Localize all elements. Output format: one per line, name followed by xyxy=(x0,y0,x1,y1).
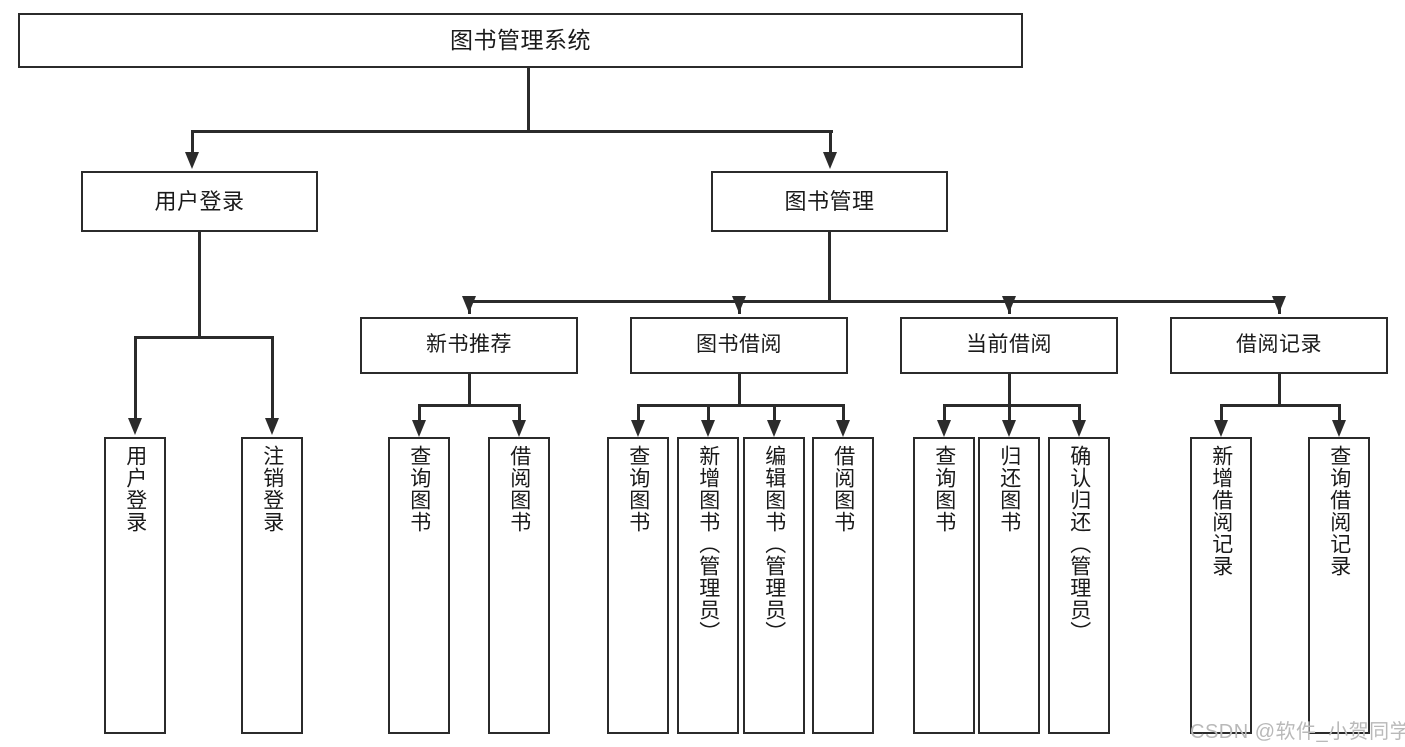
leaf-add-record-label: 新增借阅记录 xyxy=(1209,445,1233,577)
node-current-borrow-label: 当前借阅 xyxy=(966,333,1052,357)
connector-bb-drop-3 xyxy=(773,404,776,424)
node-root[interactable]: 图书管理系统 xyxy=(18,13,1023,68)
leaf-confirm-return[interactable]: 确认归还（管理员） xyxy=(1048,437,1110,734)
leaf-query-book-2-label: 查询图书 xyxy=(626,445,650,533)
leaf-add-record[interactable]: 新增借阅记录 xyxy=(1190,437,1252,734)
leaf-user-login-label: 用户登录 xyxy=(123,445,147,533)
node-book-management-label: 图书管理 xyxy=(784,188,875,214)
leaf-logout-login[interactable]: 注销登录 xyxy=(241,437,303,734)
leaf-return-book-label: 归还图书 xyxy=(997,445,1021,533)
connector-nbr-bar xyxy=(418,404,520,407)
connector-cb-bar xyxy=(943,404,1080,407)
node-user-login-label: 用户登录 xyxy=(154,188,245,214)
connector-bb-bar xyxy=(637,404,843,407)
connector-nbr-drop-2 xyxy=(518,404,521,424)
arrow-down-icon xyxy=(631,420,645,437)
leaf-logout-login-label: 注销登录 xyxy=(260,445,284,533)
arrow-down-icon xyxy=(1214,420,1228,437)
arrow-down-icon xyxy=(836,420,850,437)
connector-bb-stem xyxy=(738,374,741,406)
node-user-login[interactable]: 用户登录 xyxy=(81,171,318,232)
connector-root-drop-left xyxy=(191,130,194,154)
leaf-edit-book-label: 编辑图书（管理员） xyxy=(762,445,786,643)
connector-br-bar xyxy=(1220,404,1340,407)
node-new-book-recommend[interactable]: 新书推荐 xyxy=(360,317,578,374)
arrow-down-icon xyxy=(412,420,426,437)
leaf-borrow-book-2-label: 借阅图书 xyxy=(831,445,855,533)
connector-br-drop-2 xyxy=(1338,404,1341,424)
leaf-return-book[interactable]: 归还图书 xyxy=(978,437,1040,734)
connector-user-login-stem xyxy=(198,232,201,338)
leaf-add-book[interactable]: 新增图书（管理员） xyxy=(677,437,739,734)
node-new-book-recommend-label: 新书推荐 xyxy=(426,333,512,357)
connector-book-management-bar xyxy=(468,300,1280,303)
node-book-borrow-label: 图书借阅 xyxy=(696,333,782,357)
leaf-query-record[interactable]: 查询借阅记录 xyxy=(1308,437,1370,734)
connector-bb-drop-4 xyxy=(842,404,845,424)
arrow-down-icon xyxy=(1332,420,1346,437)
leaf-borrow-book-1[interactable]: 借阅图书 xyxy=(488,437,550,734)
node-current-borrow[interactable]: 当前借阅 xyxy=(900,317,1118,374)
arrow-down-icon xyxy=(128,418,142,435)
arrow-down-icon xyxy=(1002,420,1016,437)
leaf-user-login[interactable]: 用户登录 xyxy=(104,437,166,734)
leaf-add-book-label: 新增图书（管理员） xyxy=(696,445,720,643)
arrow-down-icon xyxy=(265,418,279,435)
connector-nbr-drop-1 xyxy=(418,404,421,424)
connector-cb-stem xyxy=(1008,374,1011,406)
connector-nbr-stem xyxy=(468,374,471,406)
connector-cb-drop-2 xyxy=(1008,404,1011,424)
connector-bb-drop-2 xyxy=(707,404,710,424)
arrow-down-icon xyxy=(1272,296,1286,313)
leaf-query-record-label: 查询借阅记录 xyxy=(1327,445,1351,577)
leaf-query-book-3-label: 查询图书 xyxy=(932,445,956,533)
node-borrow-record[interactable]: 借阅记录 xyxy=(1170,317,1388,374)
connector-root-stem xyxy=(527,68,530,132)
leaf-borrow-book-2[interactable]: 借阅图书 xyxy=(812,437,874,734)
arrow-down-icon xyxy=(767,420,781,437)
connector-root-bar xyxy=(191,130,833,133)
connector-root-drop-right xyxy=(829,130,832,154)
node-root-label: 图书管理系统 xyxy=(450,27,591,54)
node-book-borrow[interactable]: 图书借阅 xyxy=(630,317,848,374)
connector-cb-drop-3 xyxy=(1078,404,1081,424)
leaf-query-book-2[interactable]: 查询图书 xyxy=(607,437,669,734)
leaf-confirm-return-label: 确认归还（管理员） xyxy=(1067,445,1091,643)
connector-user-login-bar xyxy=(134,336,273,339)
arrow-down-icon xyxy=(185,152,199,169)
arrow-down-icon xyxy=(1002,296,1016,313)
connector-br-stem xyxy=(1278,374,1281,406)
connector-bb-drop-1 xyxy=(637,404,640,424)
leaf-query-book-1[interactable]: 查询图书 xyxy=(388,437,450,734)
node-book-management[interactable]: 图书管理 xyxy=(711,171,948,232)
arrow-down-icon xyxy=(701,420,715,437)
arrow-down-icon xyxy=(732,296,746,313)
arrow-down-icon xyxy=(512,420,526,437)
leaf-query-book-3[interactable]: 查询图书 xyxy=(913,437,975,734)
arrow-down-icon xyxy=(823,152,837,169)
connector-user-login-drop-1 xyxy=(134,336,137,418)
connector-book-management-stem xyxy=(828,232,831,302)
arrow-down-icon xyxy=(937,420,951,437)
leaf-query-book-1-label: 查询图书 xyxy=(407,445,431,533)
node-borrow-record-label: 借阅记录 xyxy=(1236,333,1322,357)
arrow-down-icon xyxy=(1072,420,1086,437)
leaf-borrow-book-1-label: 借阅图书 xyxy=(507,445,531,533)
leaf-edit-book[interactable]: 编辑图书（管理员） xyxy=(743,437,805,734)
arrow-down-icon xyxy=(462,296,476,313)
connector-cb-drop-1 xyxy=(943,404,946,424)
connector-user-login-drop-2 xyxy=(271,336,274,418)
connector-br-drop-1 xyxy=(1220,404,1223,424)
